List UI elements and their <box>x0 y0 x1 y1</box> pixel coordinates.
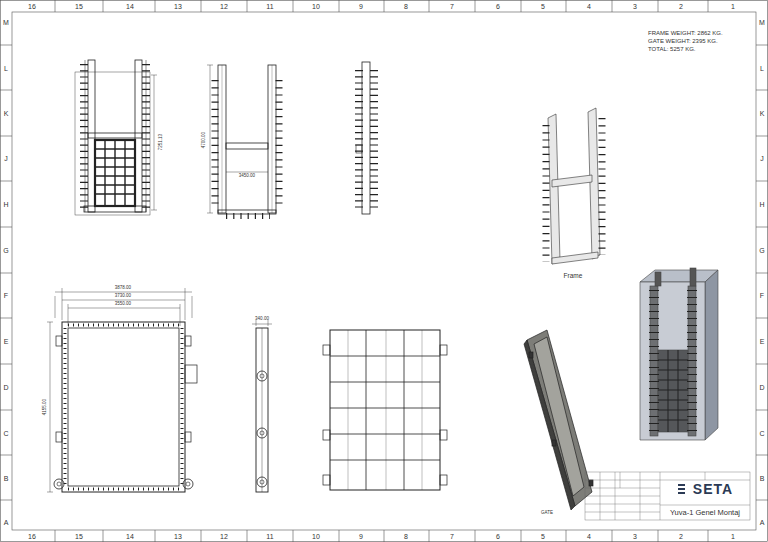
dimension-text: 3730.00 <box>115 294 131 299</box>
grid-reference: A <box>4 519 9 526</box>
grid-reference: 3 <box>633 3 637 10</box>
grid-reference: 12 <box>220 533 228 540</box>
grid-reference: B <box>760 475 765 482</box>
grid-reference: 2 <box>679 533 683 540</box>
grid-reference: 3 <box>633 533 637 540</box>
dimension-text: 3550.00 <box>115 302 131 307</box>
grid-reference: G <box>3 247 8 254</box>
grid-reference: J <box>760 155 764 162</box>
grid-reference: J <box>4 155 8 162</box>
grid-reference: 9 <box>359 3 363 10</box>
grid-reference: A <box>760 519 765 526</box>
grid-reference: 7 <box>450 3 454 10</box>
dimension-text: 340.00 <box>255 317 269 322</box>
grid-reference: 5 <box>541 533 545 540</box>
grid-reference: 10 <box>312 3 320 10</box>
grid-reference: 8 <box>404 3 408 10</box>
grid-reference: 4 <box>587 3 591 10</box>
grid-reference: 13 <box>174 533 182 540</box>
grid-reference: D <box>759 384 764 391</box>
grid-reference: 1 <box>731 3 735 10</box>
grid-reference: 12 <box>220 3 228 10</box>
grid-reference: H <box>759 201 764 208</box>
weight-note: FRAME WEIGHT: 2862 KG. <box>648 30 723 36</box>
grid-reference: 10 <box>312 533 320 540</box>
grid-reference: 15 <box>75 533 83 540</box>
grid-reference: C <box>3 430 8 437</box>
grid-reference: 4 <box>587 533 591 540</box>
grid-reference: 11 <box>266 533 273 540</box>
grid-reference: 14 <box>126 3 134 10</box>
grid-reference: 16 <box>28 533 36 540</box>
grid-reference: 16 <box>28 3 36 10</box>
dimension-text: 3878.00 <box>115 286 131 291</box>
dimension-text: 3450.00 <box>239 174 255 179</box>
grid-reference: E <box>760 338 765 345</box>
grid-reference: M <box>759 19 765 26</box>
grid-reference: 11 <box>266 3 273 10</box>
grid-reference: L <box>760 65 764 72</box>
grid-reference: 15 <box>75 3 83 10</box>
grid-reference: M <box>3 19 9 26</box>
grid-reference: C <box>759 430 764 437</box>
grid-reference: F <box>760 292 764 299</box>
grid-reference: 8 <box>404 533 408 540</box>
weight-note: TOTAL: 5257 KG. <box>648 46 695 52</box>
grid-reference: K <box>760 110 765 117</box>
grid-reference: 1 <box>731 533 735 540</box>
view-label: GATE <box>541 511 553 516</box>
grid-reference: E <box>4 338 9 345</box>
dimension-text: 4155.00 <box>43 399 48 415</box>
grid-reference: G <box>759 247 764 254</box>
dimension-text: 7251.13 <box>159 134 164 150</box>
grid-reference: 7 <box>450 533 454 540</box>
grid-reference: B <box>4 475 9 482</box>
weight-note: GATE WEIGHT: 2395 KG. <box>648 38 718 44</box>
grid-reference: K <box>4 110 9 117</box>
grid-reference: 2 <box>679 3 683 10</box>
drawing-title: Yuva-1 Genel Montaj <box>670 509 740 517</box>
grid-reference: 14 <box>126 533 134 540</box>
grid-reference: D <box>3 384 8 391</box>
grid-reference: 9 <box>359 533 363 540</box>
grid-reference: H <box>3 201 8 208</box>
view-label: Frame <box>564 273 583 280</box>
grid-reference: 6 <box>496 533 500 540</box>
grid-reference: F <box>4 292 8 299</box>
grid-reference: 6 <box>496 3 500 10</box>
grid-reference: 5 <box>541 3 545 10</box>
dimension-text: 4700.00 <box>202 132 207 148</box>
grid-reference: 13 <box>174 3 182 10</box>
company-logo: SETA <box>693 482 733 496</box>
grid-reference: L <box>4 65 8 72</box>
